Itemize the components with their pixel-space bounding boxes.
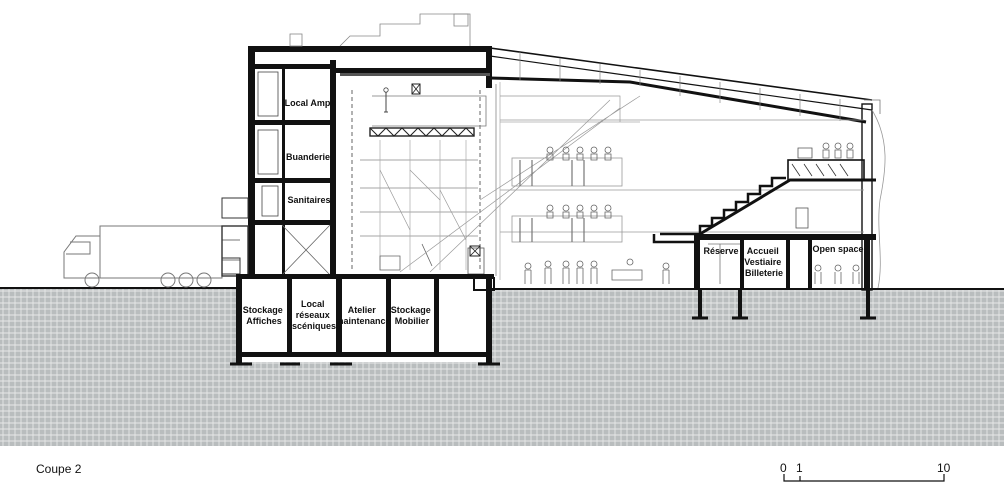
service-tower (221, 13, 490, 278)
label-sanitaires: Sanitaires (287, 195, 330, 205)
drawing-caption: Coupe 2 (36, 462, 82, 476)
figure-row-tier (822, 142, 854, 159)
basement (230, 274, 500, 366)
label-reserve: Réserve (703, 246, 738, 256)
tiered-seating (652, 147, 876, 244)
ground-hatch (0, 287, 1004, 446)
scale-label-0: 0 (780, 461, 787, 475)
room-labels: Local Ampli Buanderie Sanitaires Stockag… (243, 98, 864, 331)
label-buanderie: Buanderie (286, 152, 330, 162)
hall-enclosure (399, 47, 886, 291)
label-local-reseaux: Local réseaux scéniques (292, 299, 336, 331)
scale-bar: 0 1 10 (780, 461, 951, 482)
label-accueil: Accueil Vestiaire Billeterie (744, 246, 784, 278)
figure-row-upper (546, 146, 612, 161)
scale-label-10: 10 (937, 461, 951, 475)
stage-tower (336, 46, 492, 275)
figure-row-floor (524, 258, 670, 284)
truck-outline (63, 225, 240, 288)
label-local-ampli: Local Ampli (285, 98, 336, 108)
figure-row-middle (546, 204, 612, 219)
label-atelier: Atelier maintenance (335, 305, 390, 326)
label-stockage-mobilier: Stockage Mobilier (391, 305, 434, 326)
audience-figures (524, 142, 860, 284)
lobby-block (692, 234, 876, 320)
figure-row-foyer (814, 264, 860, 284)
scale-label-1: 1 (796, 461, 803, 475)
label-stockage-affiches: Stockage Affiches (243, 305, 286, 326)
label-open-space: Open space (812, 244, 863, 254)
